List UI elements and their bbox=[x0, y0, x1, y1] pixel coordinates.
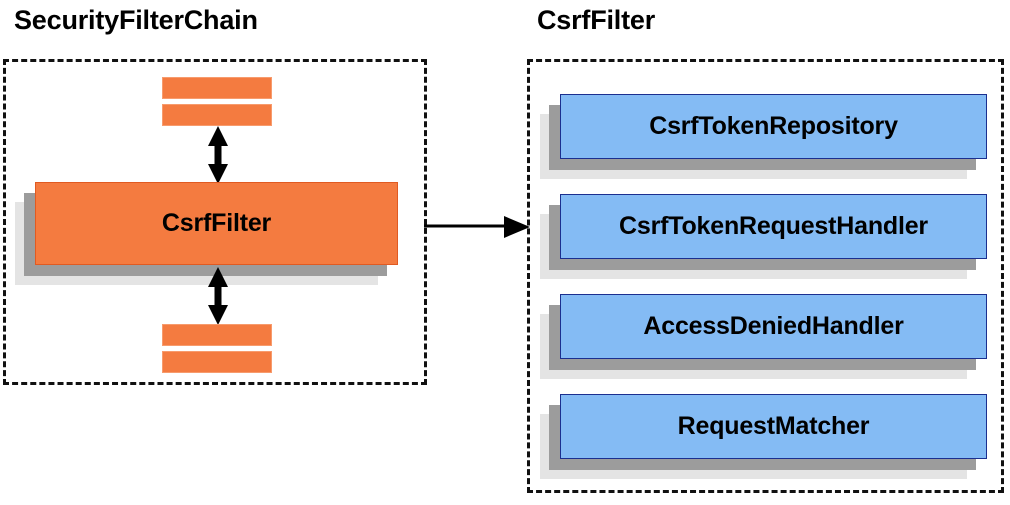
filter-bar-below-1 bbox=[162, 324, 272, 346]
csrf-filter-box[interactable]: CsrfFilter bbox=[15, 182, 398, 285]
filter-bar-above-1 bbox=[162, 77, 272, 99]
collaborator-box-front: CsrfTokenRequestHandler bbox=[560, 194, 987, 259]
collaborator-label: CsrfTokenRepository bbox=[649, 112, 898, 140]
collaborator-label: AccessDeniedHandler bbox=[643, 312, 904, 340]
collaborator-label: RequestMatcher bbox=[677, 412, 870, 440]
collaborator-box-front: CsrfTokenRepository bbox=[560, 94, 987, 159]
collaborator-box-front: RequestMatcher bbox=[560, 394, 987, 459]
csrf-filter-collaborators-panel bbox=[527, 59, 1004, 493]
csrf-filter-box-front: CsrfFilter bbox=[35, 182, 398, 265]
double-arrow-above-icon bbox=[203, 126, 233, 184]
collaborator-box-csrf-token-request-handler[interactable]: CsrfTokenRequestHandler bbox=[540, 194, 987, 279]
filter-bar-above-2 bbox=[162, 104, 272, 126]
double-arrow-below-icon bbox=[203, 267, 233, 325]
security-filter-chain-panel bbox=[3, 59, 427, 385]
collaborator-label: CsrfTokenRequestHandler bbox=[619, 212, 928, 240]
csrf-filter-label: CsrfFilter bbox=[161, 209, 272, 237]
collaborator-box-front: AccessDeniedHandler bbox=[560, 294, 987, 359]
filter-bar-below-2 bbox=[162, 351, 272, 373]
collaborator-box-access-denied-handler[interactable]: AccessDeniedHandler bbox=[540, 294, 987, 379]
page-title-csrf-filter: CsrfFilter bbox=[537, 5, 656, 35]
panel-connector-arrow-icon bbox=[424, 216, 530, 238]
page-title-security-filter-chain: SecurityFilterChain bbox=[14, 5, 258, 35]
collaborator-box-csrf-token-repository[interactable]: CsrfTokenRepository bbox=[540, 94, 987, 179]
collaborator-box-request-matcher[interactable]: RequestMatcher bbox=[540, 394, 987, 479]
